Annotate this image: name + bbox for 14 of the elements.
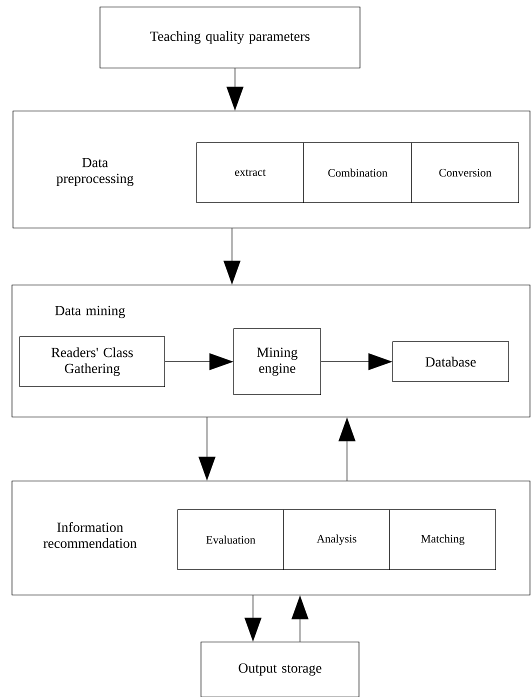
- panel-heading: Data mining: [55, 306, 125, 318]
- step-cell: Analysis: [283, 509, 390, 570]
- process-box: Teaching quality parameters: [100, 6, 360, 68]
- panel-heading: Information recommendation: [43, 522, 137, 548]
- step-cell: extract: [196, 142, 304, 203]
- process-box: Database: [392, 341, 509, 382]
- step-cell: Conversion: [411, 142, 519, 203]
- process-box: Output storage: [200, 642, 360, 697]
- process-box: Readers' Class Gathering: [19, 336, 165, 387]
- step-cell: Evaluation: [177, 509, 284, 570]
- step-cell: Combination: [303, 142, 412, 203]
- step-cell: Matching: [389, 509, 496, 570]
- process-box: Mining engine: [233, 328, 321, 395]
- panel-heading: Data preprocessing: [56, 158, 134, 186]
